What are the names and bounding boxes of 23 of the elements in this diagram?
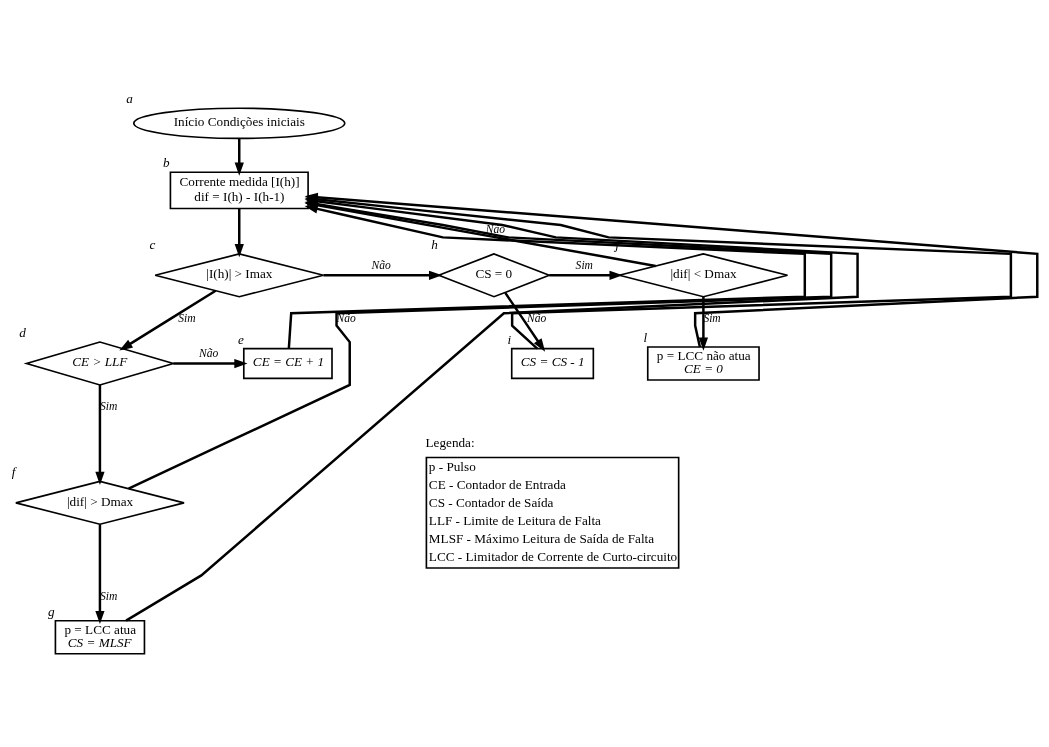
legend-label: CE - Contador de Entrada [428,476,566,492]
legend-label: LCC - Limitador de Corrente de Curto-circuito [428,549,678,565]
legend-label: MLSF - Máximo Leitura de Saída de Falta [428,531,655,547]
edge-label: Não [485,223,505,236]
node-label: d [19,324,26,340]
node-label: h [431,236,438,252]
node-label: f [11,464,16,480]
node-label: g [47,603,55,619]
label: Legenda: [425,435,475,451]
node-label: c [149,236,156,252]
legend-label: CS - Contador de Saída [428,494,554,510]
node-label: e [238,331,244,347]
node-label: a [126,91,133,107]
edge-label: Não [199,347,219,360]
edge-label: Não [371,258,391,271]
legend-label: LLF - Limite de Leitura de Falta [428,512,601,528]
edge-label: Não [526,311,547,324]
node-label: l [643,329,648,345]
edge-label: Sim [575,258,593,271]
legend-label: p - Pulso [428,458,476,474]
node-label: b [163,155,170,171]
node-label: i [507,331,512,347]
edge-label: Sim [178,311,196,324]
